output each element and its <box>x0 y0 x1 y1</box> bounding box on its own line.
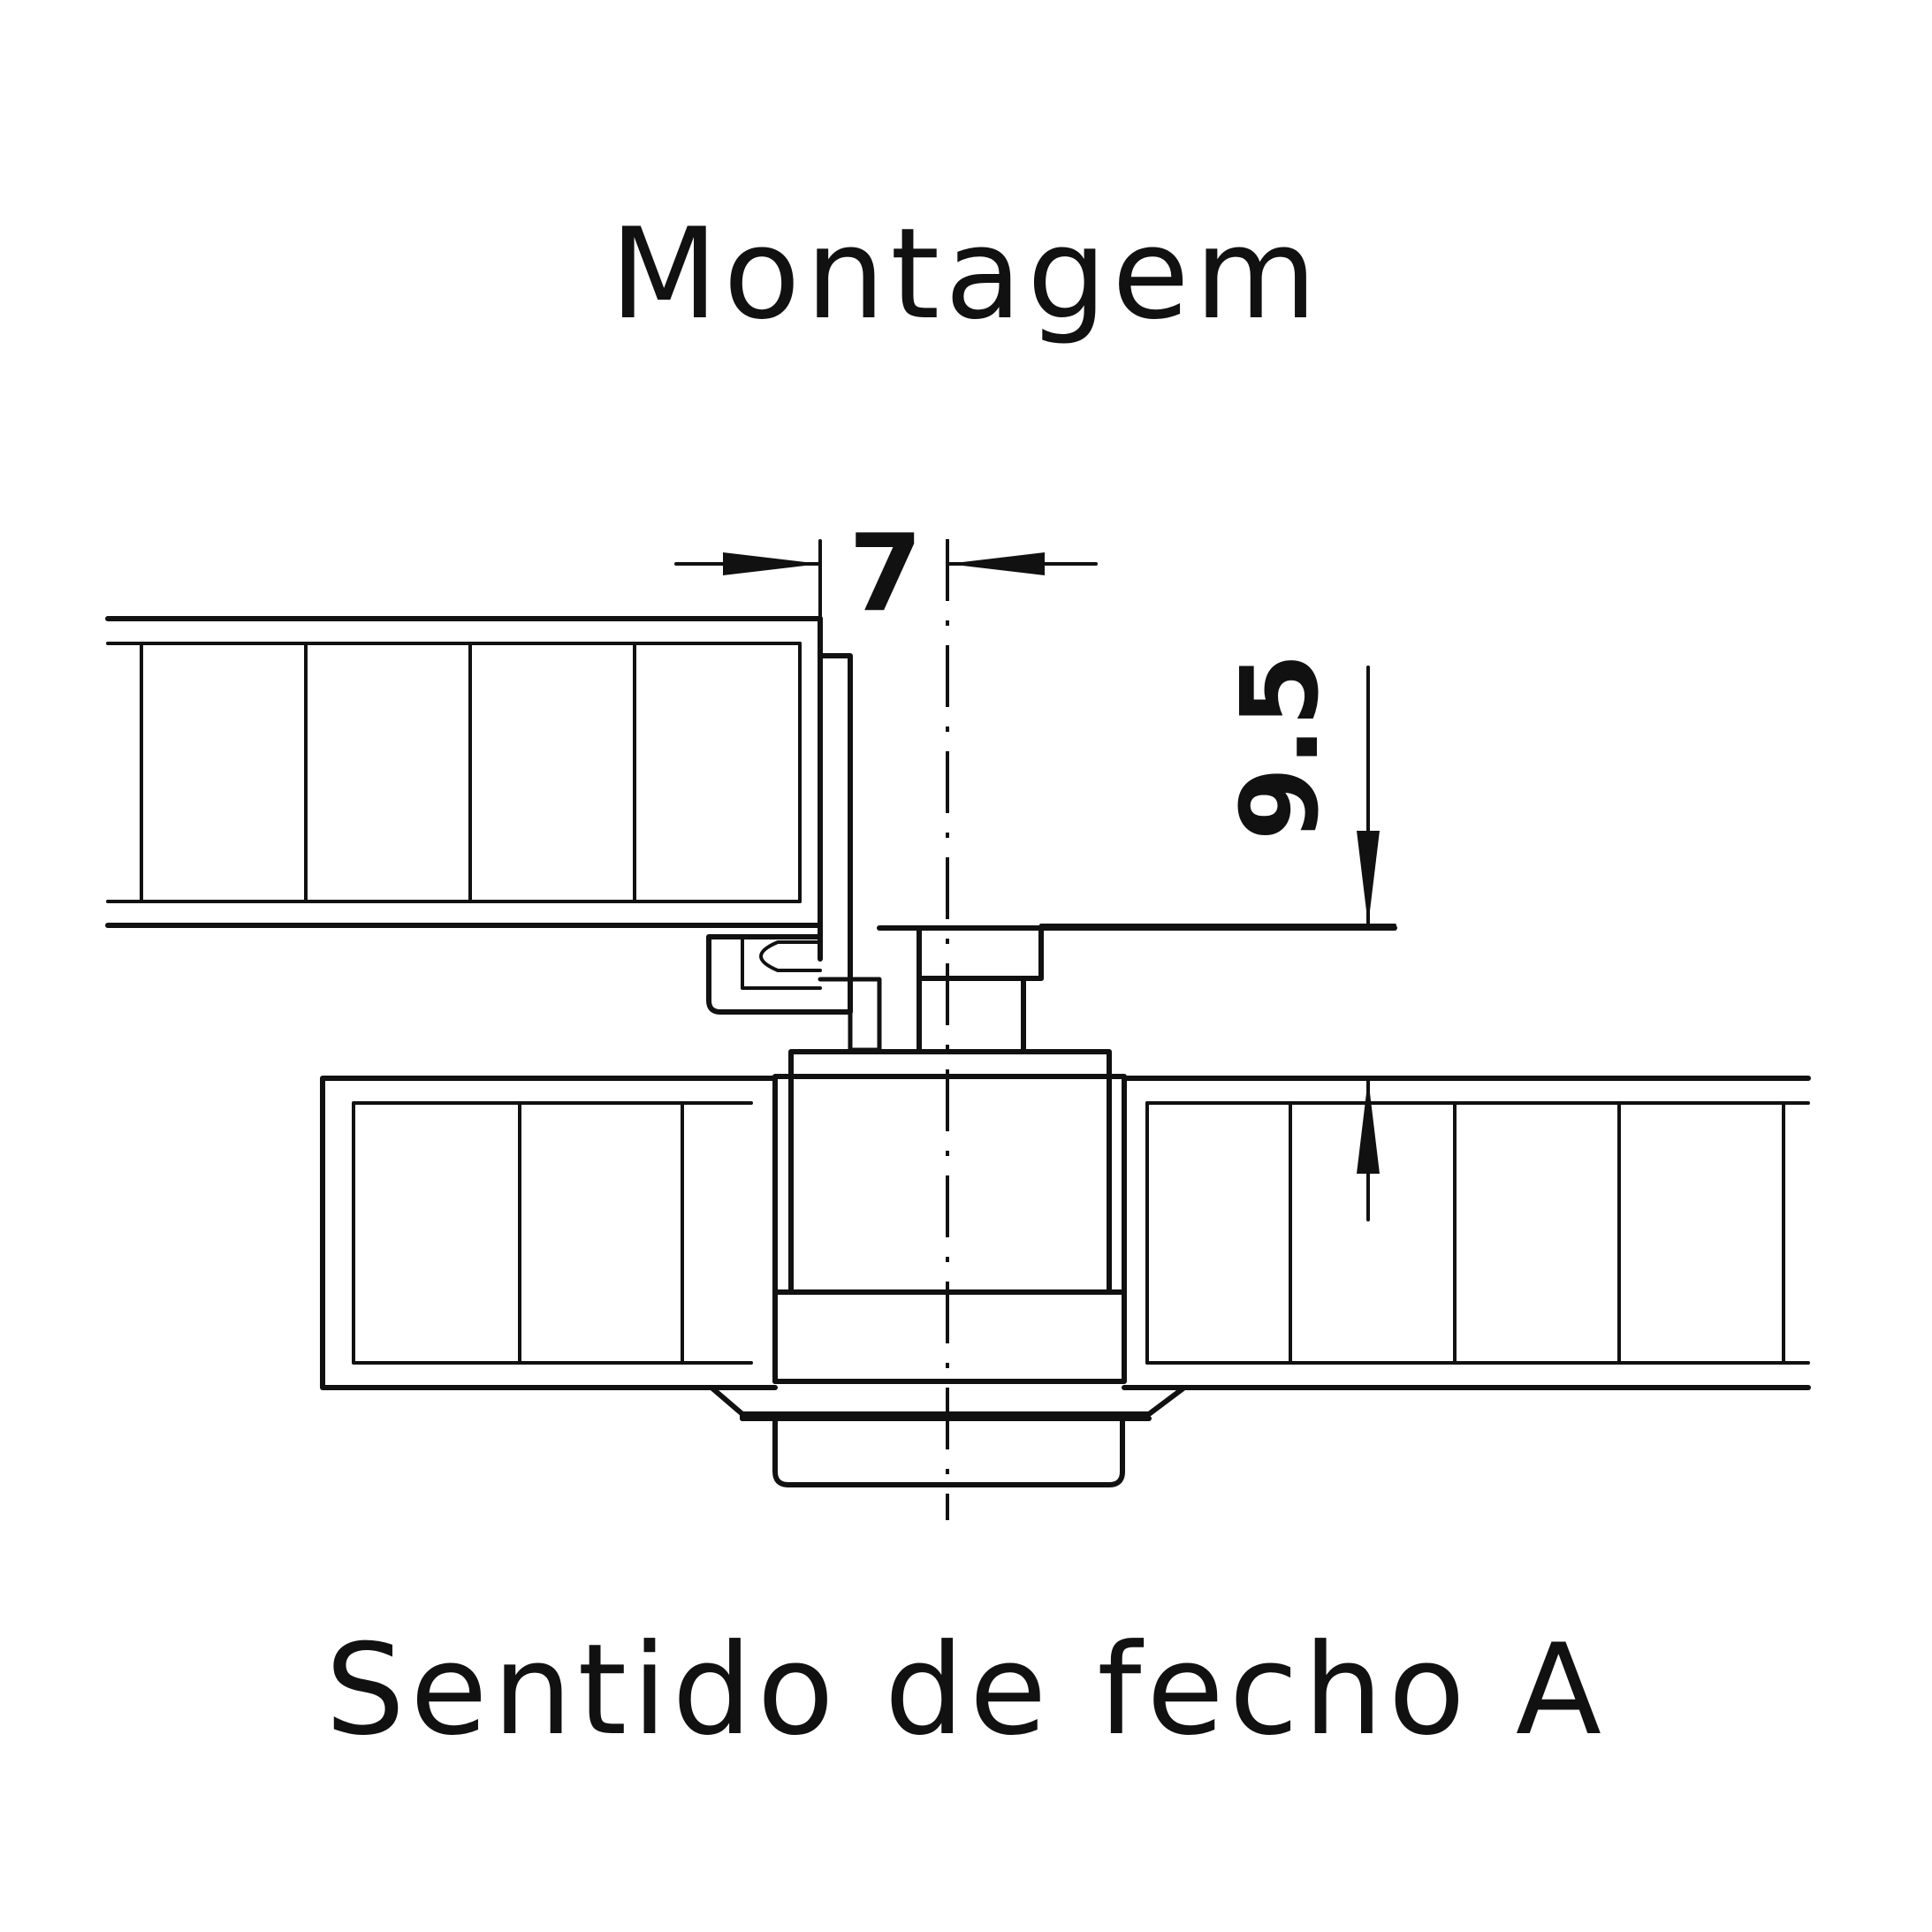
lower-panel <box>320 1076 1811 1390</box>
strike-plate <box>706 653 882 1053</box>
dimension-label-7: 7 <box>848 513 923 635</box>
lock-cylinder <box>772 925 1397 1384</box>
dimension-7-arrow-right <box>947 552 1045 575</box>
dimension-9-5-arrow-up <box>1357 1078 1380 1174</box>
caption: Sentido de fecho A <box>325 1617 1607 1763</box>
dimension-9-5-arrow-down <box>1357 831 1380 925</box>
dimension-7-arrow-left <box>723 552 820 575</box>
dimension-label-9-5: 9.5 <box>1220 653 1343 841</box>
page-title: Montagem <box>610 202 1322 347</box>
upper-panel <box>105 616 823 962</box>
